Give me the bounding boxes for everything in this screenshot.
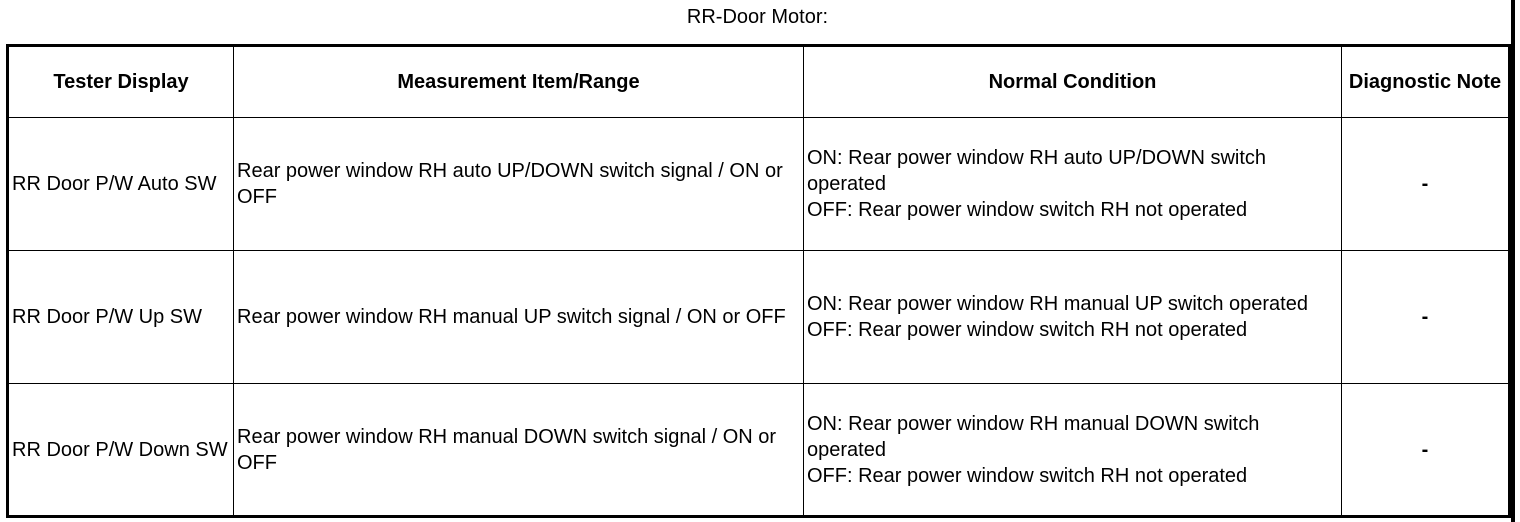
condition-on: ON: Rear power window RH manual DOWN swi… [807,412,1260,461]
normal-condition-cell: ON: Rear power window RH manual DOWN swi… [803,383,1342,517]
header-measurement: Measurement Item/Range [233,45,804,118]
diagnostic-note-cell: - [1341,117,1510,251]
measurement-cell: Rear power window RH manual DOWN switch … [233,383,804,517]
tester-display-cell: RR Door P/W Up SW [7,250,234,384]
condition-off: OFF: Rear power window switch RH not ope… [807,464,1248,487]
table-row: RR Door P/W Up SW Rear power window RH m… [7,250,1510,384]
diagnostic-note-cell: - [1341,250,1510,384]
condition-off: OFF: Rear power window switch RH not ope… [807,199,1248,221]
tester-display-cell: RR Door P/W Auto SW [7,117,234,251]
measurement-cell: Rear power window RH manual UP switch si… [233,250,804,384]
page-title: RR-Door Motor: [686,6,829,28]
right-border-rule [1511,0,1515,522]
measurement-cell: Rear power window RH auto UP/DOWN switch… [233,117,804,251]
condition-on: ON: Rear power window RH manual UP switc… [807,293,1308,315]
condition-on: ON: Rear power window RH auto UP/DOWN sw… [807,147,1267,195]
diagnostic-note-cell: - [1341,383,1510,517]
header-row: Tester Display Measurement Item/Range No… [7,45,1510,118]
header-diagnostic-note: Diagnostic Note [1341,45,1510,118]
table-row: RR Door P/W Down SW Rear power window RH… [7,383,1510,517]
tester-display-cell: RR Door P/W Down SW [7,383,234,517]
table-row: RR Door P/W Auto SW Rear power window RH… [7,117,1510,251]
condition-off: OFF: Rear power window switch RH not ope… [807,319,1248,341]
data-table: Tester Display Measurement Item/Range No… [6,44,1511,518]
header-normal-condition: Normal Condition [803,45,1342,118]
header-tester-display: Tester Display [7,45,234,118]
normal-condition-cell: ON: Rear power window RH manual UP switc… [803,250,1342,384]
normal-condition-cell: ON: Rear power window RH auto UP/DOWN sw… [803,117,1342,251]
